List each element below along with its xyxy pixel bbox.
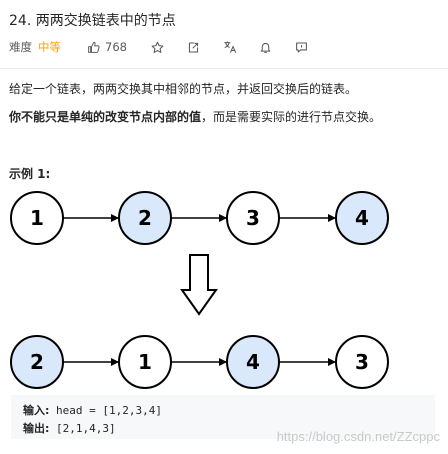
constraint-rest: ，而是需要实际的进行节点交换。 [201, 110, 382, 124]
transform-arrow-icon [180, 254, 218, 316]
after-node [335, 335, 389, 389]
list-before: 1 2 3 4 [10, 191, 389, 245]
example-title: 示例 1: [9, 167, 51, 181]
problem-constraint: 你不能只是单纯的改变节点内部的值，而是需要实际的进行节点交换。 [9, 108, 381, 125]
feedback-button[interactable] [295, 40, 309, 54]
after-node [10, 335, 64, 389]
difficulty-label: 难度 [9, 40, 32, 54]
constraint-bold: 你不能只是单纯的改变节点内部的值 [9, 110, 202, 124]
after-node-value: 2 [30, 350, 44, 374]
before-node [10, 191, 64, 245]
before-node-value: 3 [246, 206, 260, 230]
before-node-value: 4 [355, 206, 369, 230]
after-node [118, 335, 172, 389]
favorite-button[interactable] [151, 40, 165, 54]
notify-button[interactable] [259, 40, 273, 54]
linked-list-diagram: 1 2 3 4 2 1 4 3 [10, 191, 389, 389]
share-button[interactable] [187, 40, 201, 54]
problem-title: 24. 两两交换链表中的节点 [9, 13, 176, 29]
after-node [226, 335, 280, 389]
thumbs-up-icon [88, 41, 100, 53]
example-output: 输出: [2,1,4,3] [23, 420, 116, 436]
watermark: https://blog.csdn.net/ZZcppc [276, 429, 440, 444]
star-icon [152, 41, 164, 53]
input-label: 输入: [23, 404, 50, 417]
problem-description: 给定一个链表，两两交换其中相邻的节点，并返回交换后的链表。 [9, 82, 358, 96]
translate-icon [224, 41, 237, 53]
before-node [118, 191, 172, 245]
divider [0, 68, 448, 69]
share-icon [189, 42, 199, 52]
like-button[interactable]: 768 [87, 40, 127, 54]
feedback-icon [296, 42, 308, 52]
example-io-box: 输入: head = [1,2,3,4] 输出: [2,1,4,3] [11, 395, 435, 439]
after-node-value: 1 [138, 350, 152, 374]
output-value: [2,1,4,3] [49, 422, 116, 435]
after-node-value: 4 [246, 350, 260, 374]
before-node [335, 191, 389, 245]
before-node [226, 191, 280, 245]
before-node-value: 2 [138, 206, 152, 230]
problem-meta-bar: 难度 中等 768 [9, 38, 331, 56]
input-value: head = [1,2,3,4] [49, 404, 162, 417]
before-node-value: 1 [30, 206, 44, 230]
after-node-value: 3 [355, 350, 369, 374]
output-label: 输出: [23, 422, 50, 435]
list-after: 2 1 4 3 [10, 335, 389, 389]
like-count: 768 [105, 40, 127, 54]
example-input: 输入: head = [1,2,3,4] [23, 402, 162, 418]
translate-button[interactable] [223, 40, 237, 54]
difficulty-badge: 中等 [38, 40, 61, 54]
bell-icon [261, 42, 271, 53]
